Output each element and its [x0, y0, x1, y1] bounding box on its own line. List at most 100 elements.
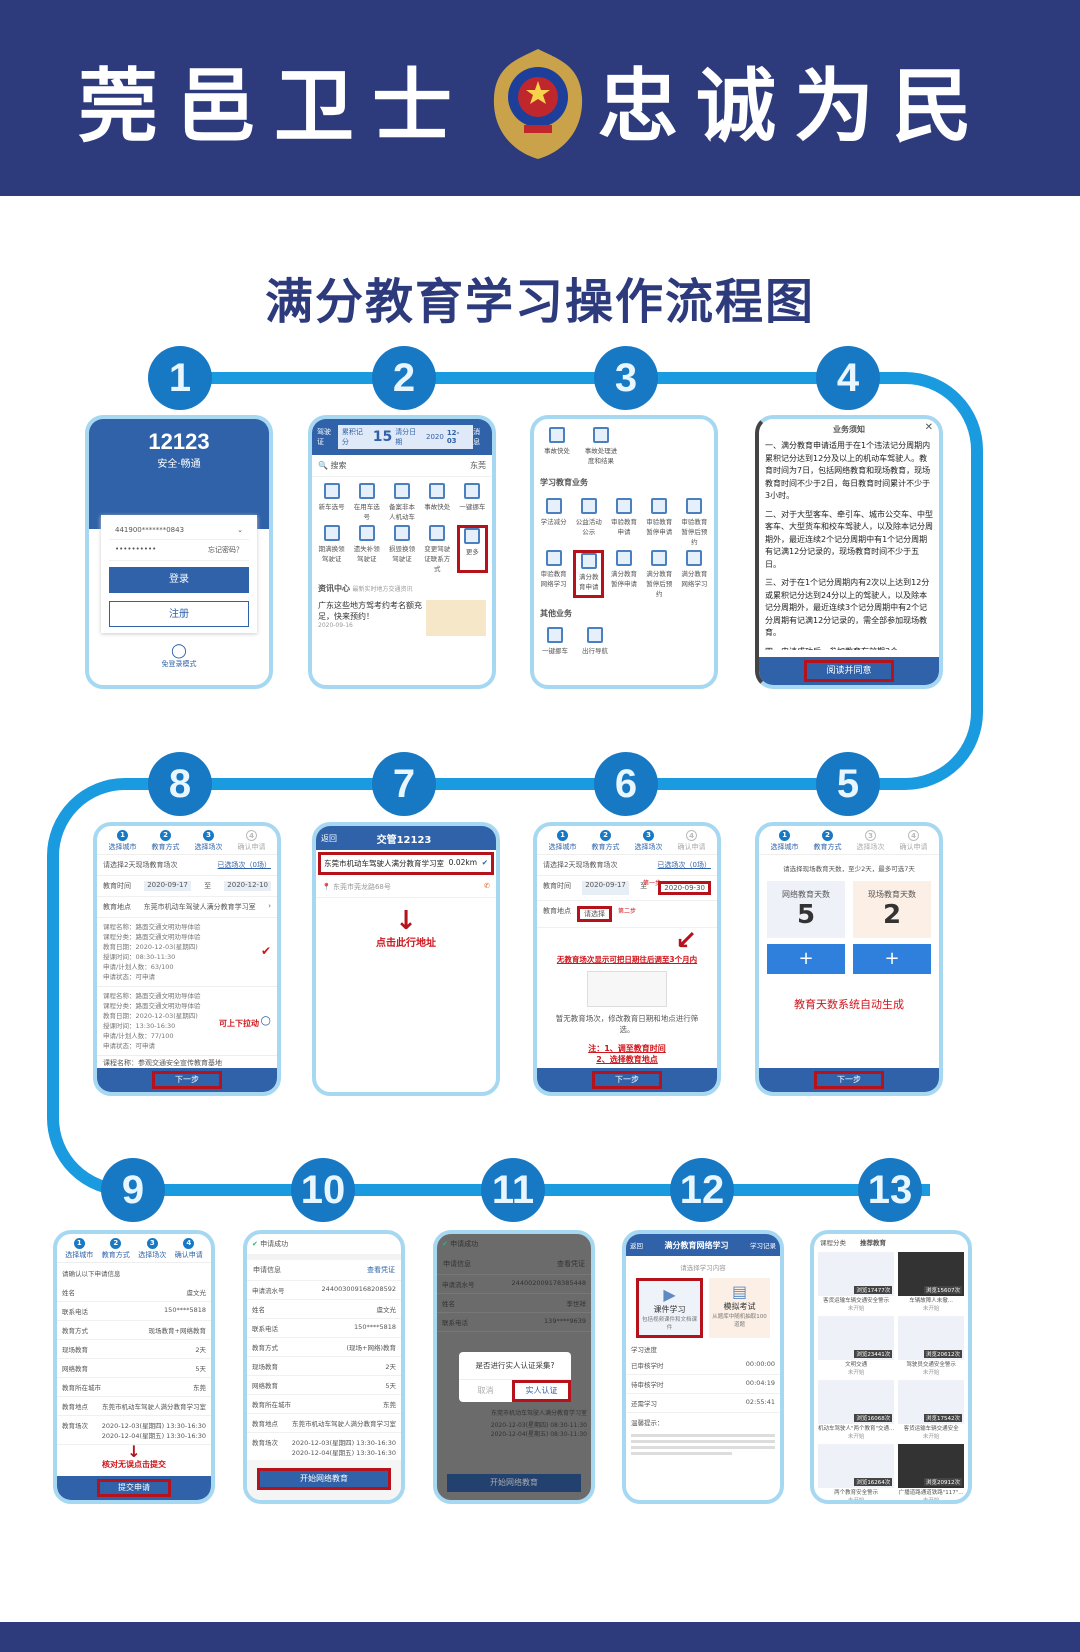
- session-item[interactable]: 课程名称：路面交通文明劝导体验课程分类：路面交通文明劝导体验教育日期：2020-…: [97, 987, 277, 1056]
- service-item[interactable]: 公益活动公示: [573, 498, 604, 546]
- news-item[interactable]: 广东这些地方驾考约考名额充足，快来预约！2020-09-16: [312, 598, 492, 638]
- step-dot: 3: [643, 830, 654, 841]
- service-item[interactable]: 审验教育暂停申请: [644, 498, 675, 546]
- stepper-label: 确认申请: [237, 843, 266, 851]
- next-button[interactable]: 下一步: [152, 1071, 222, 1089]
- mock-exam-card[interactable]: ▤模拟考试从题库中随机抽取100道题: [709, 1278, 770, 1338]
- agree-button[interactable]: 阅读并同意: [804, 660, 894, 682]
- stepper-label: 确认申请: [899, 843, 928, 851]
- service-item[interactable]: 事故快处: [540, 427, 574, 465]
- license-button[interactable]: 驾驶证: [317, 428, 331, 446]
- session-item[interactable]: 课程名称：路面交通文明劝导体验课程分类：路面交通文明劝导体验教育日期：2020-…: [97, 918, 277, 987]
- course-card[interactable]: 浏览15607次车辆故障人未撤...未开始: [898, 1252, 964, 1312]
- header-banner: 莞邑卫士 忠诚为民: [0, 0, 1080, 196]
- service-item[interactable]: 新车选号: [316, 483, 347, 521]
- info-value: (现场+网络)教育: [346, 1344, 396, 1352]
- service-item[interactable]: 满分教育暂停申请: [608, 550, 639, 598]
- back-button[interactable]: 返回: [630, 1242, 643, 1250]
- service-item[interactable]: 损毁换领驾驶证: [386, 525, 417, 573]
- start-online-education-button[interactable]: 开始网络教育: [257, 1468, 391, 1490]
- service-item[interactable]: 学法减分: [538, 498, 569, 546]
- view-count: 浏览16068次: [854, 1414, 893, 1422]
- tab-recommended[interactable]: 推荐教育: [860, 1239, 886, 1247]
- service-item[interactable]: 在用车选号: [351, 483, 382, 521]
- service-item[interactable]: 事故快处: [422, 483, 453, 521]
- account-input[interactable]: 441900*******0843⌄: [109, 521, 249, 540]
- step-number-11: 11: [481, 1158, 545, 1222]
- service-label: 备案非本人机动车: [388, 503, 415, 521]
- forgot-password-link[interactable]: 忘记密码？: [208, 546, 243, 554]
- course-card[interactable]: 浏览16264次两个教育安全警示未开始: [818, 1444, 895, 1500]
- service-item[interactable]: 备案非本人机动车: [386, 483, 417, 521]
- back-button[interactable]: 返回: [321, 833, 337, 843]
- submit-button[interactable]: 提交申请: [97, 1479, 171, 1497]
- info-label: 联系电话: [442, 1319, 468, 1327]
- service-item[interactable]: 审验教育申请: [608, 498, 639, 546]
- service-icon: [686, 550, 703, 566]
- info-value: 2天: [195, 1346, 206, 1354]
- session-radio[interactable]: ○: [260, 1013, 271, 1027]
- course-card[interactable]: 浏览20912次广播道路通道铁路"117"...未开始: [898, 1444, 964, 1500]
- register-button[interactable]: 注册: [109, 601, 249, 627]
- service-item[interactable]: 出行导航: [582, 627, 608, 655]
- view-voucher-link[interactable]: 查看凭证: [367, 1266, 395, 1274]
- verify-button[interactable]: 实人认证: [512, 1380, 571, 1402]
- step-number-9: 9: [101, 1158, 165, 1222]
- service-label: 公益活动公示: [575, 518, 602, 536]
- screen-notice: 业务须知 ✕ 一、满分教育申请适用于在1个违法记分周期内累积记分达到12分及以上…: [755, 415, 943, 689]
- message-button[interactable]: 消息: [473, 428, 481, 446]
- service-item[interactable]: 更多: [456, 525, 488, 573]
- service-label: 出行导航: [582, 647, 608, 655]
- service-item[interactable]: 变更驾驶证联系方式: [422, 525, 453, 573]
- password-input[interactable]: ••••••••••忘记密码？: [109, 540, 249, 561]
- next-button[interactable]: 下一步: [592, 1071, 662, 1089]
- service-item[interactable]: 一键挪车: [542, 627, 568, 655]
- service-item[interactable]: 遗失补领驾驶证: [351, 525, 382, 573]
- tab-category[interactable]: 课程分类: [820, 1239, 846, 1247]
- course-card[interactable]: 浏览16068次机动车驾驶人"两个教育"交通...未开始: [818, 1380, 895, 1440]
- service-item[interactable]: 审验教育暂停后预约: [679, 498, 710, 546]
- add-online-day-button[interactable]: +: [767, 944, 845, 974]
- session-line: 课程分类：路面交通文明劝导体验: [103, 1002, 201, 1010]
- guest-mode-link[interactable]: 免登录模式: [161, 660, 197, 668]
- service-item[interactable]: 期满换领驾驶证: [316, 525, 347, 573]
- add-onsite-day-button[interactable]: +: [853, 944, 931, 974]
- course-thumbnail: 浏览15607次: [898, 1252, 964, 1296]
- service-icon: [651, 498, 668, 514]
- service-item[interactable]: 事故处理进度和结果: [584, 427, 618, 465]
- service-item[interactable]: 审验教育网络学习: [538, 550, 569, 598]
- close-icon[interactable]: ✕: [924, 422, 933, 433]
- search-bar[interactable]: 🔍 搜索东莞: [312, 455, 492, 477]
- course-card[interactable]: 浏览23441次文明交通未开始: [818, 1316, 895, 1376]
- service-item[interactable]: 满分教育暂停后预约: [644, 550, 675, 598]
- next-button[interactable]: 下一步: [814, 1071, 884, 1089]
- course-card[interactable]: 浏览20612次驾驶员交通安全警示未开始: [898, 1316, 964, 1376]
- service-item[interactable]: 一键挪车: [457, 483, 488, 521]
- cancel-button[interactable]: 取消: [477, 1386, 494, 1395]
- step-number-8: 8: [148, 752, 212, 816]
- course-card[interactable]: 浏览17477次客货运输车辆交通安全警示未开始: [818, 1252, 895, 1312]
- service-item[interactable]: 满分教育申请: [573, 550, 605, 598]
- session-radio[interactable]: ✔: [260, 944, 271, 958]
- course-name: 客货运输车辆交通安全警示: [823, 1298, 890, 1304]
- course-thumbnail: 浏览17477次: [818, 1252, 895, 1296]
- info-label: 姓名: [252, 1306, 265, 1314]
- courseware-study-card[interactable]: ▶课件学习包括视频课件和文档课件: [636, 1278, 703, 1338]
- study-record-link[interactable]: 学习记录: [750, 1242, 776, 1250]
- service-item[interactable]: 满分教育网络学习: [679, 550, 710, 598]
- course-card[interactable]: 浏览17542次客货运输车辆交通安全未开始: [898, 1380, 964, 1440]
- login-button[interactable]: 登录: [109, 567, 249, 593]
- place-select[interactable]: 请选择: [577, 906, 612, 922]
